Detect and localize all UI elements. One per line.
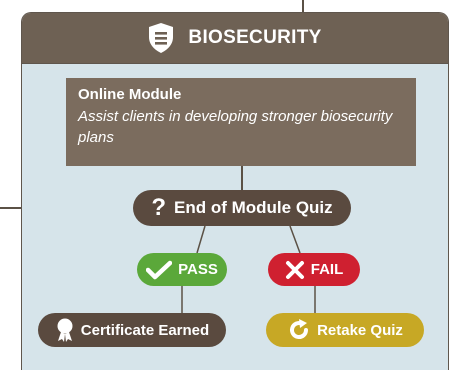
module-description: Assist clients in developing stronger bi… <box>78 108 393 146</box>
retake-quiz-node: Retake Quiz <box>266 313 424 347</box>
card-header: BIOSECURITY <box>22 13 448 64</box>
end-of-module-quiz-node: ? End of Module Quiz <box>133 190 351 226</box>
external-connector-line <box>0 207 22 209</box>
pass-node: PASS <box>137 253 227 286</box>
certificate-label: Certificate Earned <box>80 321 210 339</box>
checkmark-icon <box>146 260 173 280</box>
x-icon <box>285 260 305 280</box>
refresh-icon <box>287 318 311 342</box>
external-connector-top-line <box>302 0 304 13</box>
module-to-quiz-line <box>241 166 243 190</box>
certificate-earned-node: Certificate Earned <box>38 313 226 347</box>
card-title: BIOSECURITY <box>188 27 322 48</box>
online-module-box: Online Module Assist clients in developi… <box>66 78 416 166</box>
shield-list-icon <box>148 22 174 54</box>
question-mark-icon: ? <box>151 194 166 221</box>
award-ribbon-icon <box>55 318 75 342</box>
pass-label: PASS <box>178 261 218 278</box>
quiz-label: End of Module Quiz <box>174 198 333 217</box>
module-title: Online Module <box>78 86 182 103</box>
fail-label: FAIL <box>310 261 344 278</box>
fail-node: FAIL <box>268 253 360 286</box>
retake-label: Retake Quiz <box>317 321 403 339</box>
